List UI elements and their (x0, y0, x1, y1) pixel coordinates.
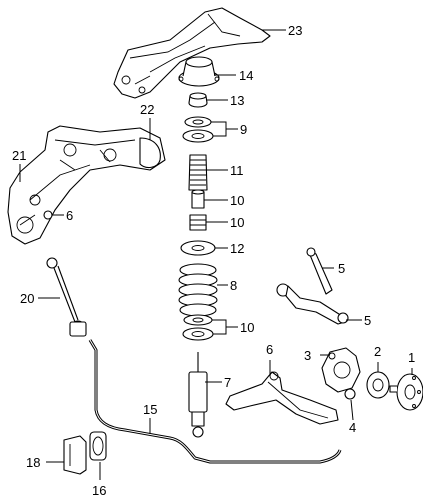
jounce-bumper-part (189, 214, 207, 231)
insulator-part (180, 240, 216, 256)
callout-17: 15 (143, 402, 157, 417)
callout-21: 21 (12, 148, 26, 163)
callout-6: 6 (266, 342, 273, 357)
bump-stop-part (191, 189, 205, 209)
callout-7: 6 (66, 208, 73, 223)
callout-16: 14 (239, 68, 253, 83)
trailing-arm-part (225, 371, 339, 425)
lower-arm-part (276, 283, 349, 325)
lower-spring-seat-part (182, 314, 214, 341)
stabilizer-bar-part (88, 339, 342, 464)
wheel-hub-part (389, 373, 423, 411)
dust-boot-part (188, 154, 208, 191)
crossmember-part (113, 7, 271, 99)
knuckle-part (321, 347, 361, 393)
upper-control-arm-part (306, 247, 333, 295)
callout-5-lower: 5 (364, 313, 371, 328)
upper-spring-seat-part (182, 116, 214, 143)
callout-12: 10 (230, 193, 244, 208)
top-mount-part (178, 56, 220, 87)
callout-20: 20 (20, 291, 34, 306)
callout-14: 12 (230, 241, 244, 256)
callout-1: 1 (408, 350, 415, 365)
subframe-part (7, 125, 166, 245)
callout-8: 7 (224, 375, 231, 390)
shock-absorber-part (188, 352, 208, 438)
callout-23: 23 (288, 23, 302, 38)
callout-9: 8 (230, 278, 237, 293)
wheel-bearing-part (366, 371, 390, 399)
callout-19: 18 (26, 455, 40, 470)
hub-nut-part (344, 388, 356, 400)
callout-10-lower: 10 (240, 320, 254, 335)
callout-2: 2 (374, 344, 381, 359)
bump-cap-part (188, 92, 208, 108)
coil-spring-part (178, 263, 218, 317)
subframe-nut-part (43, 210, 53, 220)
callout-4: 4 (349, 420, 356, 435)
callout-11: 10 (230, 215, 244, 230)
stabilizer-link-part (46, 257, 87, 337)
callout-18: 16 (92, 483, 106, 498)
callout-10-upper: 9 (240, 122, 247, 137)
callout-22: 22 (140, 102, 154, 117)
stabilizer-bushing-part (89, 431, 107, 461)
callout-3: 3 (304, 348, 311, 363)
callout-15: 13 (230, 93, 244, 108)
callout-5-upper: 5 (338, 261, 345, 276)
stabilizer-bracket-part (63, 435, 87, 475)
callout-labels: 23 14 13 9 11 10 10 12 8 10 7 22 21 6 20… (12, 23, 415, 498)
callout-13: 11 (230, 163, 244, 178)
leader-lines (19, 29, 413, 480)
